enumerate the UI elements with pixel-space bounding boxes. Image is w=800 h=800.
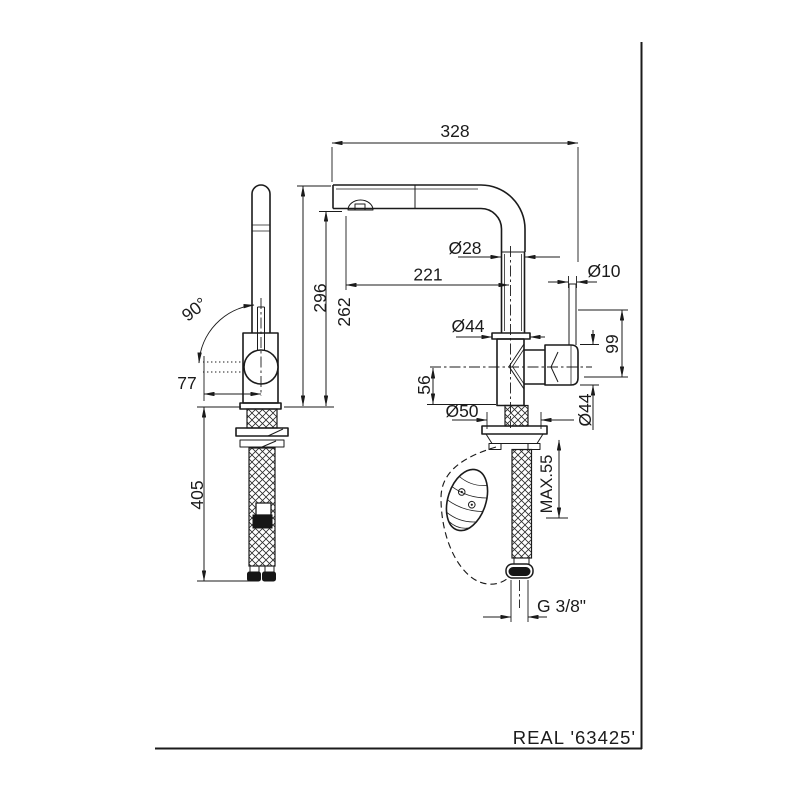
dim-label-221: 221 xyxy=(413,265,442,285)
dim-spout-diameter: Ø28 xyxy=(448,238,560,260)
dim-label-g38: G 3/8" xyxy=(537,596,586,616)
weight-screw xyxy=(467,500,476,509)
title-block-code: REAL '63425' xyxy=(513,727,636,748)
dim-aerator-projection: 221 xyxy=(345,216,510,290)
pullout-hose xyxy=(511,448,533,559)
dim-body-diameter: Ø44 xyxy=(451,316,545,340)
weight-screw xyxy=(457,488,466,496)
dim-handle-offset: 77 xyxy=(177,356,262,401)
dim-base-diameter: Ø50 xyxy=(445,401,574,429)
dim-height-outlet: 262 xyxy=(319,210,354,407)
front-view xyxy=(332,184,592,608)
dim-label-90deg: 90° xyxy=(178,293,211,325)
dim-label-o44-body: Ø44 xyxy=(451,316,484,336)
dim-max-counter-thickness: MAX.55 xyxy=(538,439,568,519)
dim-label-o44-handle: Ø44 xyxy=(575,393,595,426)
dimensions: 328 Ø28 221 Ø10 296 xyxy=(177,121,628,622)
dim-label-328: 328 xyxy=(440,121,469,141)
mounting-shank xyxy=(504,404,529,427)
dim-spout-projection: 328 xyxy=(331,121,579,262)
hose-loop-dashed xyxy=(440,446,517,585)
dim-hose-length: 405 xyxy=(187,406,250,582)
dim-label-99: 99 xyxy=(602,334,622,353)
aerator xyxy=(347,199,374,211)
dim-handle-body-diameter: Ø44 xyxy=(575,330,599,430)
dim-label-77: 77 xyxy=(177,373,196,393)
dim-outlet-axis-height: 56 xyxy=(414,367,496,405)
shank-thread xyxy=(246,408,278,429)
dim-label-405: 405 xyxy=(187,480,207,509)
side-view xyxy=(235,184,289,582)
dim-handle-height: 99 xyxy=(578,309,628,378)
drawing-frame: REAL '63425' xyxy=(155,42,643,750)
lever-rod xyxy=(568,283,577,345)
dim-label-o50: Ø50 xyxy=(445,401,478,421)
dim-label-56: 56 xyxy=(414,375,434,394)
handle-body xyxy=(544,344,579,386)
counterweight xyxy=(445,468,489,532)
dim-label-o10: Ø10 xyxy=(587,261,620,281)
dim-lever-diameter: Ø10 xyxy=(548,261,621,288)
dim-supply-thread: G 3/8" xyxy=(483,580,586,622)
dim-label-o28: Ø28 xyxy=(448,238,481,258)
dim-label-262: 262 xyxy=(334,297,354,326)
dim-label-max55: MAX.55 xyxy=(538,455,556,514)
dim-label-296: 296 xyxy=(310,283,330,312)
escutcheon xyxy=(481,425,548,450)
